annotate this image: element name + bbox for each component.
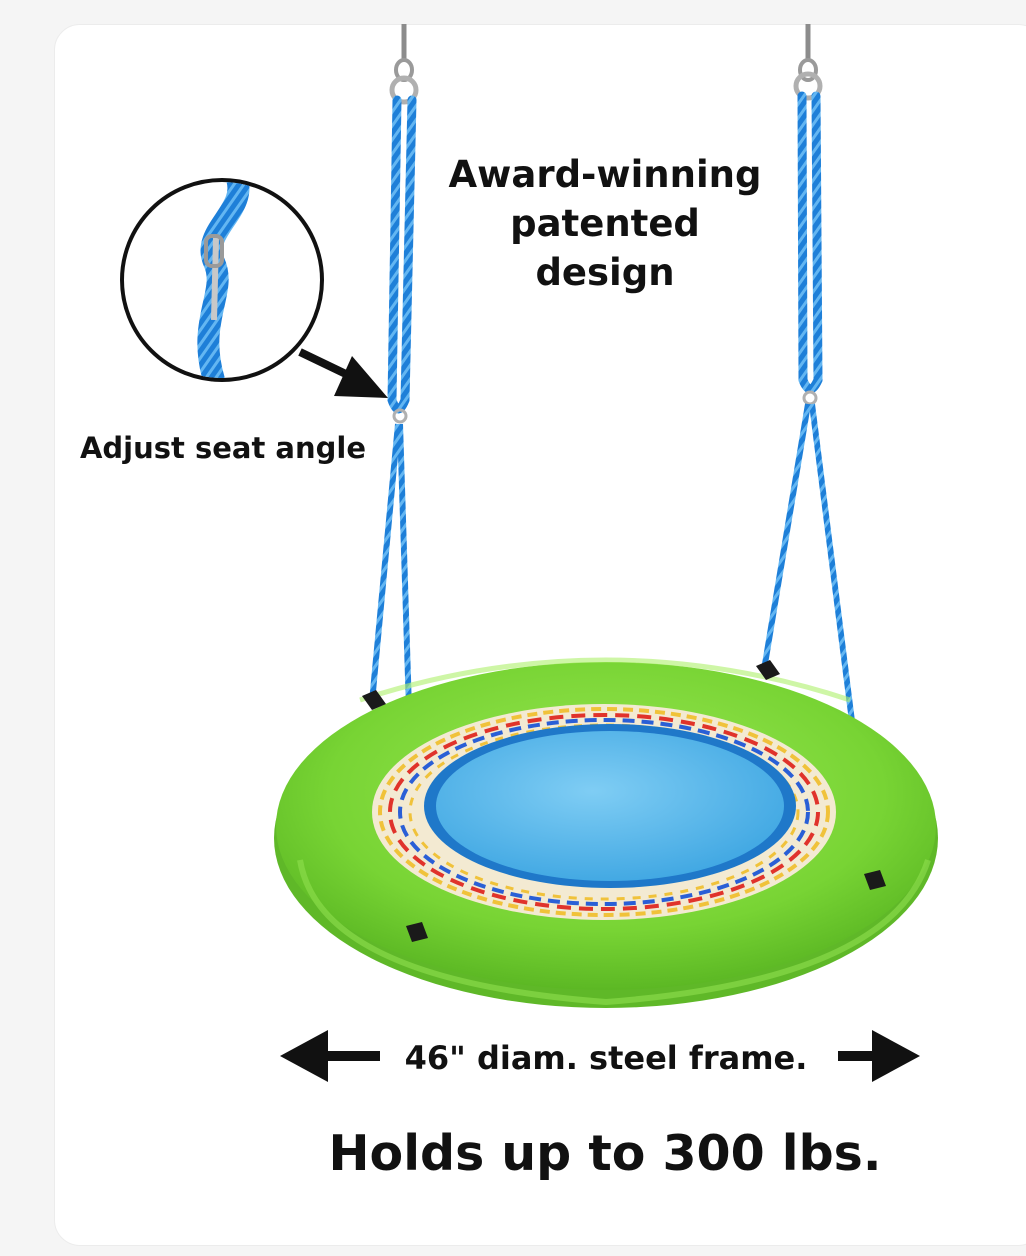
diameter-caption: 46" diam. steel frame. — [404, 1039, 808, 1077]
nest-swing-seat — [274, 657, 938, 1008]
capacity-caption: Holds up to 300 lbs. — [328, 1125, 882, 1182]
adjust-angle-caption: Adjust seat angle — [79, 431, 367, 465]
left-hanger — [389, 24, 419, 105]
arrow-left-icon — [280, 1030, 380, 1082]
rope-detail-inset — [120, 178, 324, 382]
arrow-icon — [298, 348, 388, 398]
right-hanger — [793, 24, 823, 101]
award-caption: Award-winning patented design — [448, 153, 762, 294]
arrow-right-icon — [838, 1030, 920, 1082]
